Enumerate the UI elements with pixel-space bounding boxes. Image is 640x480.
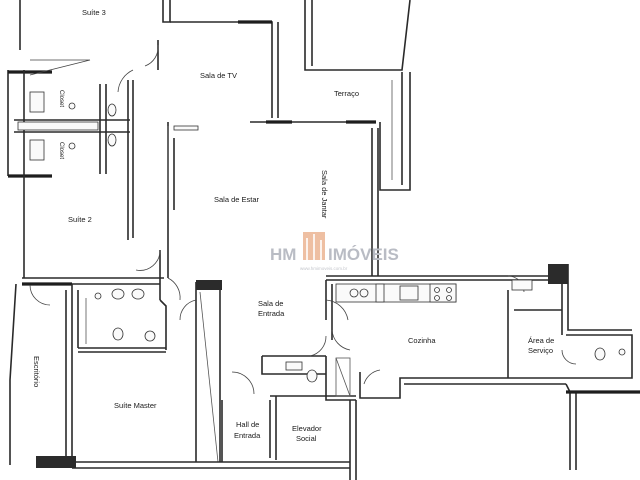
label-closet-b: Closet bbox=[58, 142, 64, 159]
room-labels: Suíte 3 Sala de TV Terraço Sala de Estar… bbox=[32, 8, 554, 443]
label-sala-estar: Sala de Estar bbox=[214, 195, 260, 204]
label-hall-1: Hall de bbox=[236, 420, 259, 429]
label-suite2: Suíte 2 bbox=[68, 215, 92, 224]
watermark-tagline: www.hmimoveis.com.br bbox=[300, 266, 348, 271]
label-sala-tv: Sala de TV bbox=[200, 71, 237, 80]
label-suite3: Suíte 3 bbox=[82, 8, 106, 17]
doors bbox=[29, 44, 577, 395]
label-sala-entrada-2: Entrada bbox=[258, 309, 285, 318]
label-cozinha: Cozinha bbox=[408, 336, 436, 345]
label-area-servico-1: Área de bbox=[528, 336, 554, 345]
label-escritorio: Escritório bbox=[32, 356, 41, 387]
watermark-brand-left: HM bbox=[270, 245, 296, 264]
fixtures bbox=[17, 80, 626, 397]
label-closet-a: Closet bbox=[58, 90, 64, 107]
label-suite-master: Suíte Master bbox=[114, 401, 157, 410]
label-sala-entrada-1: Sala de bbox=[258, 299, 283, 308]
label-elevador-2: Social bbox=[296, 434, 317, 443]
label-hall-2: Entrada bbox=[234, 431, 261, 440]
label-terraco: Terraço bbox=[334, 89, 359, 98]
label-sala-jantar: Sala de Jantar bbox=[320, 170, 329, 219]
watermark-brand-right: IMÓVEIS bbox=[328, 245, 399, 264]
label-elevador-1: Elevador bbox=[292, 424, 322, 433]
watermark: HM IMÓVEIS www.hmimoveis.com.br bbox=[270, 232, 399, 271]
walls bbox=[7, 0, 640, 480]
label-area-servico-2: Serviço bbox=[528, 346, 553, 355]
